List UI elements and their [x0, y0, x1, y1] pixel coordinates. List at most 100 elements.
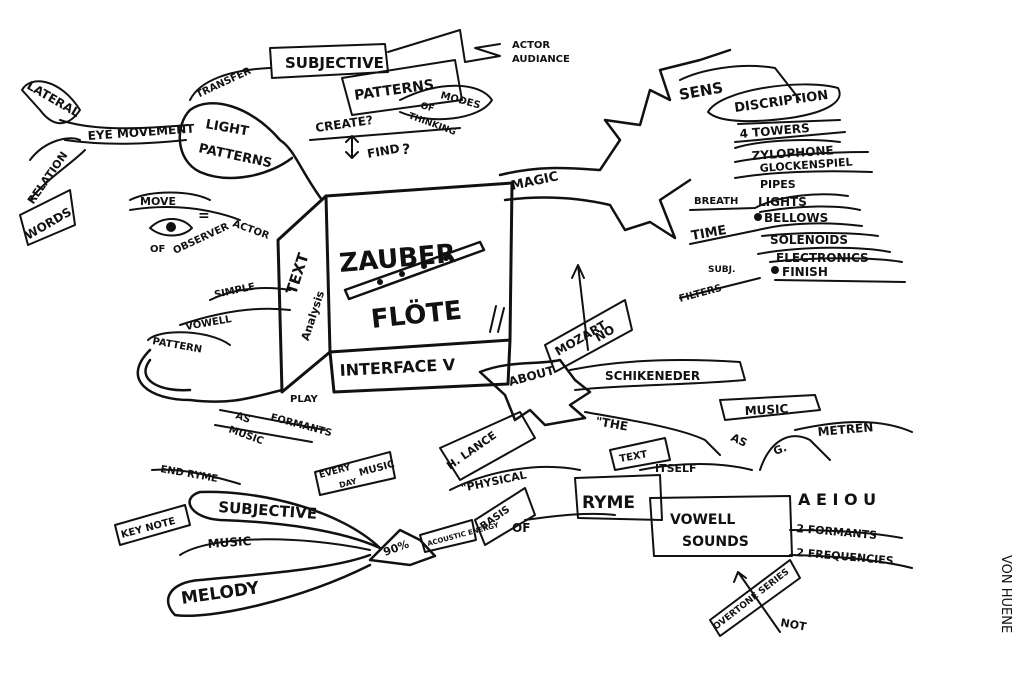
g-branch: [759, 435, 831, 471]
finish-label: FINISH: [782, 265, 828, 279]
question-mark: ?: [402, 142, 410, 158]
sens-branch: [679, 64, 801, 101]
zylophone-label: ZYLOPHONE: [751, 143, 834, 163]
lights-label: LIGHTS: [758, 195, 807, 209]
the-label: "THE: [594, 414, 629, 433]
itself-label: ITSELF: [655, 462, 697, 475]
create-label: CREATE?: [314, 113, 373, 135]
not-arrow: [733, 571, 781, 633]
finish-line: [774, 279, 906, 283]
schikeneder-branch: [569, 359, 746, 391]
h-lance-box: [439, 411, 536, 481]
equals-sign: =: [198, 208, 210, 224]
end-ryme-label: END RYME: [159, 464, 218, 485]
music-bottom-label: MUSIC: [207, 534, 252, 551]
end-ryme-line: [151, 468, 241, 485]
music-label: MUSIC: [744, 402, 788, 418]
play-lines: [214, 409, 326, 443]
subj-label: SUBJ.: [708, 265, 735, 275]
vowell-branch: [179, 307, 291, 326]
towers-lines: [734, 119, 846, 143]
simple-label: SIMPLE: [213, 282, 256, 301]
the-branch: [584, 411, 721, 456]
metren-branch: [794, 421, 913, 433]
create-underline: [309, 127, 461, 141]
central-node: ZAUBER FLÖTE INTERFACE V TEXT Analysis: [276, 181, 514, 394]
magic-label: MAGIC: [510, 169, 560, 194]
pipes-label: PIPES: [760, 178, 796, 191]
schikeneder-label: SCHIKENEDER: [605, 369, 700, 383]
as-label: AS: [729, 431, 749, 450]
find-label: FIND: [366, 141, 401, 160]
glockenspiel-label: GLOCKENSPIEL: [759, 156, 853, 175]
modes-of-label: OF: [419, 101, 435, 114]
of-label: OF: [512, 521, 530, 535]
patterns-box: [341, 59, 463, 116]
light-label: LIGHT: [204, 117, 250, 139]
hatch-marks: [489, 305, 505, 333]
subjective-top-box: [269, 43, 389, 79]
ryme-box: [574, 474, 663, 521]
about-label: ABOUT: [507, 363, 556, 389]
of-observer-of: OF: [150, 244, 165, 255]
eye-icon: [149, 218, 193, 237]
simple-branch: [209, 287, 291, 301]
physical-label: "PHYSICAL: [460, 468, 528, 495]
play-arm: [136, 348, 284, 403]
percent-node: [368, 528, 437, 567]
key-note-box: [114, 504, 191, 546]
observer-label: OBSERVER: [172, 221, 231, 257]
lateral-leaf: [21, 80, 81, 125]
text-label: TEXT: [619, 449, 649, 465]
subjective-label: SUBJECTIVE: [218, 498, 318, 523]
central-title-1: ZAUBER: [338, 239, 457, 279]
of-line: [524, 512, 616, 521]
vowell-label: VOWELL: [670, 512, 735, 528]
formant-lines: [789, 529, 913, 569]
two-formants-label: 2 FORMANTS: [796, 522, 878, 542]
actor-label: ACTOR: [512, 40, 550, 51]
thinking-label: THINKING: [407, 111, 457, 137]
words-box: [19, 189, 76, 246]
play-label: PLAY: [290, 394, 318, 405]
pipes-line: [734, 170, 873, 179]
relation-branch: [29, 137, 86, 201]
text-analysis-label-2: Analysis: [299, 289, 327, 342]
pattern-branch: [147, 331, 231, 346]
subjective-leaf: [188, 490, 382, 550]
transfer-label: TRANSFER: [195, 66, 254, 101]
vowels-label: A E I O U: [798, 490, 876, 509]
electronics-lines: [757, 246, 903, 263]
create-find-arrow: [345, 135, 359, 159]
every-day-music-box: [314, 451, 396, 496]
mozart-up-arrow: [571, 264, 589, 351]
two-frequencies-label: 2 FREQUENCIES: [796, 546, 894, 567]
basis-box: [474, 487, 536, 546]
solenoids-label: SOLENOIDS: [770, 233, 848, 247]
solenoids-lines: [689, 222, 879, 245]
melody-leaf: [166, 553, 372, 617]
discription-leaf: [707, 83, 841, 123]
central-title-2: FLÖTE: [369, 293, 463, 335]
actor-small-label: ACTOR: [231, 218, 271, 241]
percent-label: 90%: [382, 538, 411, 559]
branch-about: ABOUT MOZART NO SCHIKENEDER "THE MUSIC A…: [114, 264, 913, 637]
ryme-label: RYME: [582, 493, 635, 513]
transfer-branch: [189, 67, 271, 101]
central-bottom-panel: [328, 338, 512, 394]
physical-branch: [449, 465, 581, 491]
itself-line: [639, 463, 753, 471]
pattern-label: PATTERN: [151, 336, 202, 356]
text-box: [609, 437, 671, 471]
acoustic-box: [419, 519, 477, 553]
filters-label: FILTERS: [678, 283, 723, 305]
music-branch: [179, 538, 371, 556]
central-side-panel: [276, 194, 332, 394]
sens-label: SENS: [678, 78, 725, 103]
bellows-label: BELLOWS: [764, 211, 828, 225]
h-lance-label: H. LANCE: [444, 429, 499, 473]
finish-dot: [771, 266, 779, 274]
sounds-label: SOUNDS: [682, 534, 749, 550]
subjective-top-label: SUBJECTIVE: [285, 54, 384, 72]
